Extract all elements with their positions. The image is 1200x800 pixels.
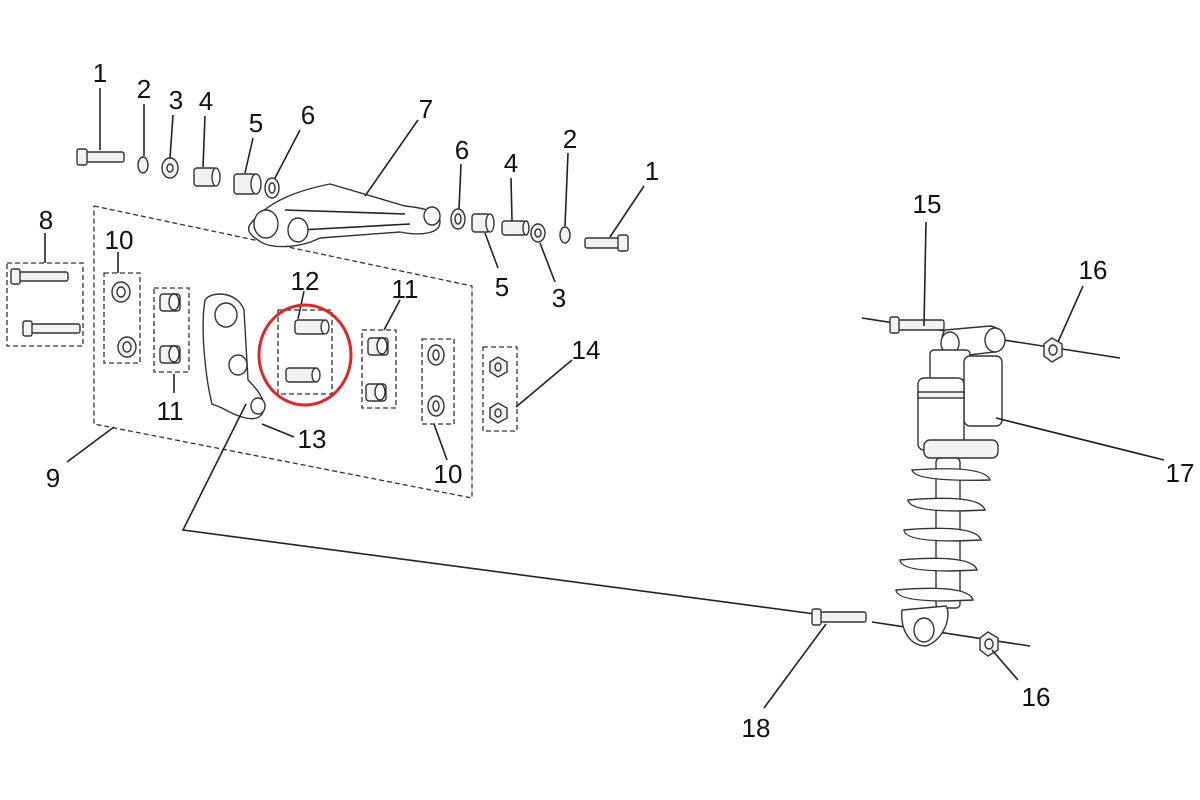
seal-6-right [450,208,466,230]
leader-lines [44,88,1165,709]
callout-8: 8 [39,205,53,235]
callout-2-right: 2 [563,124,577,154]
washer-10-left-bottom [117,336,137,358]
washer-3-right [530,223,546,243]
kit-box-11-right [361,329,397,409]
callout-16-top: 16 [1079,255,1108,285]
callout-10-left: 10 [105,225,134,255]
bushing-4-right [501,220,530,236]
rocker-13 [202,293,266,420]
sleeve-12-top [294,319,330,335]
washer-10-right-top [427,344,445,366]
kit-box-8 [6,262,84,347]
kit-box-10-right [421,338,455,425]
callout-14: 14 [572,335,601,365]
bolt-1-left [76,148,125,166]
bearing-5-left [233,173,262,195]
callout-11-left: 11 [157,396,184,426]
bolt-15 [889,316,945,334]
callout-6-right: 6 [455,135,469,165]
callout-11-right: 11 [392,274,419,304]
bearing-11-left-top [159,293,181,312]
washer-3-left [161,157,179,179]
washer-10-right-bottom [427,395,445,417]
long-leader-13-to-18 [181,403,816,615]
bushing-4-left [193,167,221,187]
bearing-11-left-bottom [159,345,181,364]
bearing-5-right [471,213,495,233]
kit-box-11-left [153,287,190,373]
kit-box-10-left [103,272,141,364]
callout-12: 12 [291,266,320,296]
shock-absorber-17 [895,325,1006,647]
nut-14-top [489,356,508,378]
callout-3-left: 3 [169,85,183,115]
axis-line-bottom [871,621,1031,647]
kit-box-12 [277,309,333,395]
callout-7: 7 [419,94,433,124]
callout-4-left: 4 [199,86,213,116]
callout-13: 13 [298,424,327,454]
kit-box-14 [482,346,518,432]
nut-14-bottom [489,402,508,424]
highlight-circle [257,303,353,407]
callout-5-right: 5 [495,272,509,302]
bearing-11-right-top [367,337,389,356]
bolt-1-right [584,234,629,252]
washer-2-right [559,226,571,244]
callout-16-bottom: 16 [1022,682,1051,712]
callout-4-right: 4 [504,148,518,178]
callout-5-left: 5 [249,108,263,138]
washer-10-left-top [111,281,131,303]
callout-1-right: 1 [645,156,659,186]
seal-6-left [264,177,280,199]
kit-outline-9 [93,205,473,499]
sleeve-12-bottom [285,367,321,383]
nut-16-bottom [979,631,999,657]
callout-17: 17 [1166,458,1195,488]
bolt-18 [811,608,867,626]
callout-10-right: 10 [434,459,463,489]
nut-16-top [1043,337,1063,363]
callout-15: 15 [913,189,942,219]
link-arm-7 [247,183,441,248]
callout-2-left: 2 [137,74,151,104]
bearing-11-right-bottom [365,383,387,402]
bolt-8-bottom [22,320,81,337]
callout-1-left: 1 [93,58,107,88]
callout-18: 18 [742,713,771,743]
callout-3-right: 3 [552,283,566,313]
bolt-8-top [10,268,69,285]
callout-9: 9 [46,463,60,493]
callout-6-left: 6 [301,100,315,130]
washer-2-left [137,156,149,174]
